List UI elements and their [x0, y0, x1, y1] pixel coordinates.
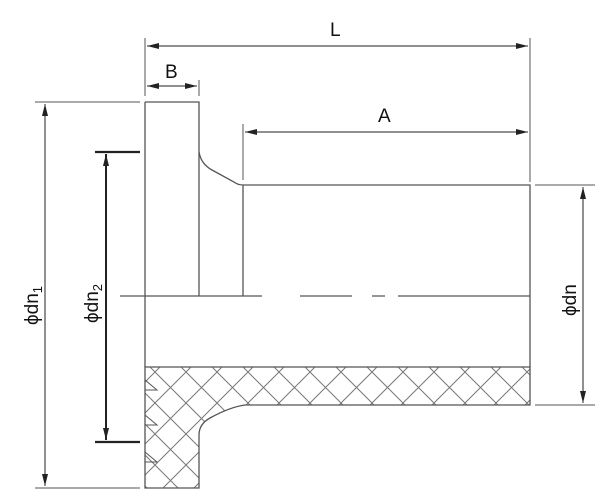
hatched-section: [144, 366, 531, 489]
dn2-ticks: [95, 150, 140, 444]
label-dn: ϕdn: [560, 284, 581, 316]
hub-outline: [198, 151, 531, 367]
extension-lines: [35, 38, 595, 489]
label-dn1: ϕdn1: [22, 286, 45, 325]
flange-serrations: [144, 379, 159, 463]
label-B: B: [165, 62, 178, 83]
label-A: A: [378, 106, 391, 127]
flange-outline: [144, 101, 200, 367]
label-dn2: ϕdn2: [82, 284, 105, 323]
label-L: L: [330, 20, 341, 41]
